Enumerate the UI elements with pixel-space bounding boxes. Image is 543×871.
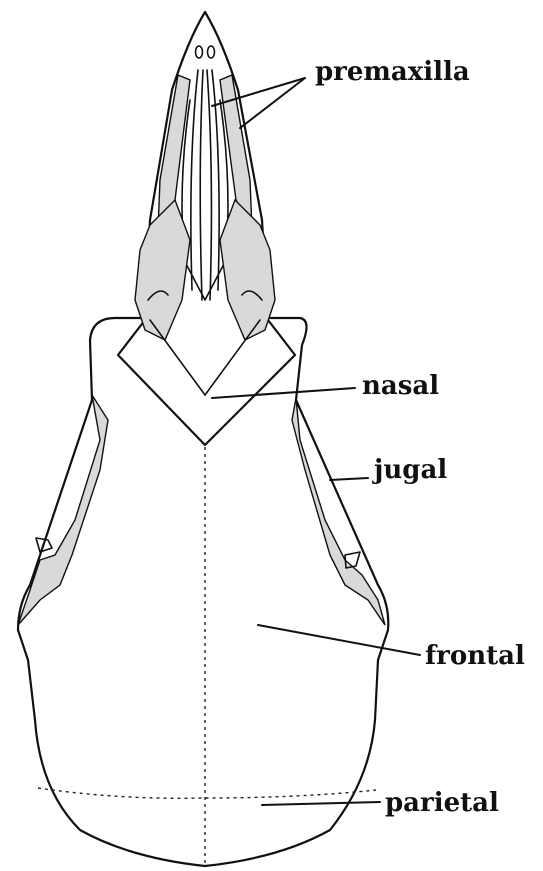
label-frontal: frontal — [425, 641, 525, 671]
jugal-leader — [330, 478, 368, 480]
premaxilla-leader-2 — [240, 78, 305, 128]
label-premaxilla: premaxilla — [315, 57, 470, 87]
label-jugal: jugal — [372, 455, 447, 485]
label-parietal: parietal — [385, 788, 499, 818]
label-nasal: nasal — [362, 371, 439, 401]
premaxilla-outline — [118, 12, 295, 445]
